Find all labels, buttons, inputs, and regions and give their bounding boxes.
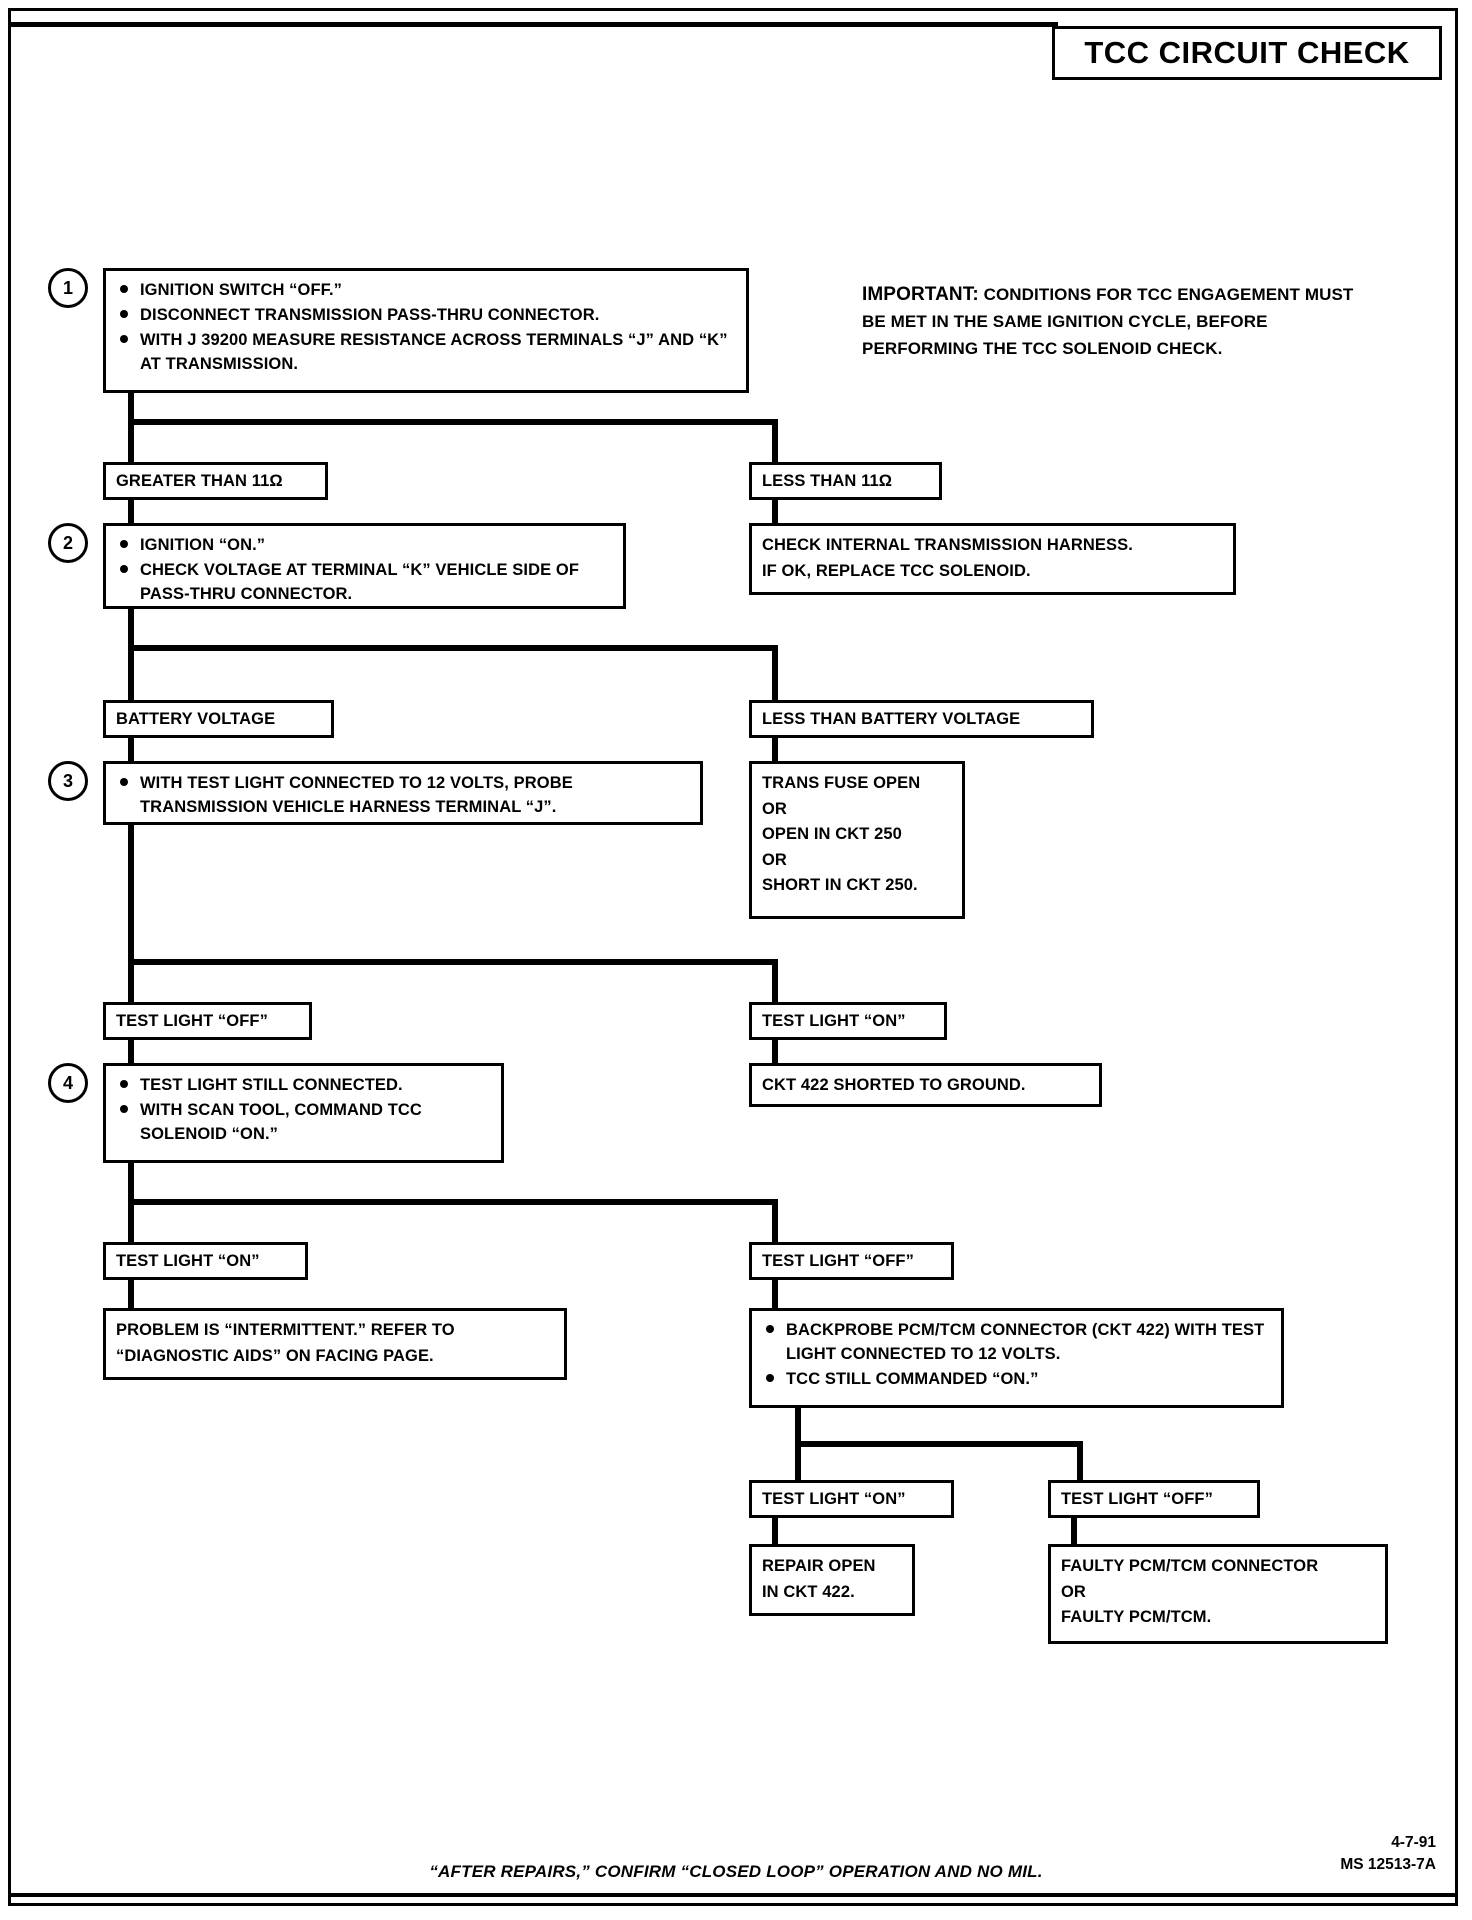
label-test-light-off-2: TEST LIGHT “OFF”	[749, 1242, 954, 1280]
connector	[772, 419, 778, 462]
step-4-box: TEST LIGHT STILL CONNECTED. WITH SCAN TO…	[103, 1063, 504, 1163]
connector	[772, 738, 778, 762]
result-line: FAULTY PCM/TCM CONNECTOR	[1061, 1557, 1319, 1575]
label-less-than-battery-voltage: LESS THAN BATTERY VOLTAGE	[749, 700, 1094, 738]
result-repair-open-box: REPAIR OPEN IN CKT 422.	[749, 1544, 915, 1616]
backprobe-box: BACKPROBE PCM/TCM CONNECTOR (CKT 422) WI…	[749, 1308, 1284, 1408]
connector	[772, 959, 778, 1002]
connector	[772, 1280, 778, 1308]
result-line: OR	[762, 850, 787, 869]
footer-rule	[11, 1893, 1458, 1897]
connector	[1071, 1518, 1077, 1544]
connector	[772, 500, 778, 524]
connector	[128, 393, 134, 419]
result-faulty-pcm-box: FAULTY PCM/TCM CONNECTOR OR FAULTY PCM/T…	[1048, 1544, 1388, 1644]
result-less-battery-box: TRANS FUSE OPEN OR OPEN IN CKT 250 OR SH…	[749, 761, 965, 919]
result-line: SHORT IN CKT 250.	[762, 876, 918, 895]
label-test-light-on-2: TEST LIGHT “ON”	[103, 1242, 308, 1280]
important-body: CONDITIONS FOR TCC ENGAGEMENT MUST BE ME…	[862, 285, 1354, 358]
list-item: CHECK VOLTAGE AT TERMINAL “K” VEHICLE SI…	[120, 558, 615, 606]
connector	[128, 1040, 134, 1064]
result-line: IN CKT 422.	[762, 1582, 855, 1601]
list-item: WITH J 39200 MEASURE RESISTANCE ACROSS T…	[120, 328, 738, 376]
footer-doc-id: MS 12513-7A	[1340, 1855, 1436, 1873]
page-border	[8, 8, 1458, 1906]
page-title: TCC CIRCUIT CHECK	[1084, 35, 1410, 70]
result-line: CHECK INTERNAL TRANSMISSION HARNESS.	[762, 536, 1133, 554]
connector	[128, 959, 778, 965]
connector	[128, 1199, 134, 1242]
step-number-1: 1	[48, 268, 88, 308]
result-line: REPAIR OPEN	[762, 1557, 876, 1575]
result-line: FAULTY PCM/TCM.	[1061, 1608, 1212, 1627]
label-test-light-off-3: TEST LIGHT “OFF”	[1048, 1480, 1260, 1518]
footer-identifier: 4-7-91 MS 12513-7A	[1340, 1832, 1436, 1875]
step-1-list: IGNITION SWITCH “OFF.” DISCONNECT TRANSM…	[106, 271, 746, 384]
result-line: IF OK, REPLACE TCC SOLENOID.	[762, 561, 1031, 580]
connector	[772, 645, 778, 700]
connector	[128, 419, 778, 425]
step-3-list: WITH TEST LIGHT CONNECTED TO 12 VOLTS, P…	[106, 764, 700, 827]
footer-note: “AFTER REPAIRS,” CONFIRM “CLOSED LOOP” O…	[429, 1862, 1043, 1881]
result-line: OR	[762, 799, 787, 818]
label-less-than-11: LESS THAN 11Ω	[749, 462, 942, 500]
step-number-2: 2	[48, 523, 88, 563]
connector	[795, 1408, 801, 1441]
label-test-light-on-1: TEST LIGHT “ON”	[749, 1002, 947, 1040]
list-item: WITH SCAN TOOL, COMMAND TCC SOLENOID “ON…	[120, 1098, 493, 1146]
footer-date: 4-7-91	[1391, 1834, 1436, 1851]
step-number-3: 3	[48, 761, 88, 801]
result-intermittent-box: PROBLEM IS “INTERMITTENT.” REFER TO “DIA…	[103, 1308, 567, 1380]
label-greater-than-11: GREATER THAN 11Ω	[103, 462, 328, 500]
result-line: OPEN IN CKT 250	[762, 825, 902, 844]
step-1-box: IGNITION SWITCH “OFF.” DISCONNECT TRANSM…	[103, 268, 749, 393]
connector	[128, 1199, 778, 1205]
step-2-box: IGNITION “ON.” CHECK VOLTAGE AT TERMINAL…	[103, 523, 626, 609]
connector	[795, 1441, 1083, 1447]
result-line: CKT 422 SHORTED TO GROUND.	[762, 1076, 1026, 1094]
result-less-than-11-box: CHECK INTERNAL TRANSMISSION HARNESS. IF …	[749, 523, 1236, 595]
result-line: OR	[1061, 1582, 1086, 1601]
list-item: IGNITION “ON.”	[120, 533, 615, 557]
header-rule	[11, 22, 1058, 27]
connector	[772, 1199, 778, 1242]
connector	[128, 645, 778, 651]
connector	[795, 1441, 801, 1480]
step-3-box: WITH TEST LIGHT CONNECTED TO 12 VOLTS, P…	[103, 761, 703, 825]
connector	[128, 645, 134, 700]
list-item: DISCONNECT TRANSMISSION PASS-THRU CONNEC…	[120, 303, 738, 327]
list-item: WITH TEST LIGHT CONNECTED TO 12 VOLTS, P…	[120, 771, 692, 819]
step-2-list: IGNITION “ON.” CHECK VOLTAGE AT TERMINAL…	[106, 526, 623, 614]
result-line: PROBLEM IS “INTERMITTENT.” REFER TO	[116, 1321, 455, 1339]
connector	[128, 419, 134, 462]
connector	[772, 1518, 778, 1544]
connector	[1077, 1441, 1083, 1480]
label-test-light-off-1: TEST LIGHT “OFF”	[103, 1002, 312, 1040]
step-number-4: 4	[48, 1063, 88, 1103]
connector	[128, 825, 134, 959]
list-item: TCC STILL COMMANDED “ON.”	[766, 1367, 1273, 1391]
connector	[772, 1040, 778, 1064]
result-line: TRANS FUSE OPEN	[762, 774, 921, 792]
important-heading: IMPORTANT:	[862, 284, 979, 305]
important-note: IMPORTANT: CONDITIONS FOR TCC ENGAGEMENT…	[862, 280, 1382, 362]
result-line: “DIAGNOSTIC AIDS” ON FACING PAGE.	[116, 1346, 434, 1365]
connector	[128, 959, 134, 1002]
list-item: BACKPROBE PCM/TCM CONNECTOR (CKT 422) WI…	[766, 1318, 1273, 1366]
connector	[128, 1280, 134, 1308]
connector	[128, 609, 134, 645]
backprobe-list: BACKPROBE PCM/TCM CONNECTOR (CKT 422) WI…	[752, 1311, 1281, 1399]
list-item: TEST LIGHT STILL CONNECTED.	[120, 1073, 493, 1097]
step-4-list: TEST LIGHT STILL CONNECTED. WITH SCAN TO…	[106, 1066, 501, 1154]
label-test-light-on-3: TEST LIGHT “ON”	[749, 1480, 954, 1518]
connector	[128, 500, 134, 524]
connector	[128, 738, 134, 762]
label-battery-voltage: BATTERY VOLTAGE	[103, 700, 334, 738]
list-item: IGNITION SWITCH “OFF.”	[120, 278, 738, 302]
result-ckt422-shorted-box: CKT 422 SHORTED TO GROUND.	[749, 1063, 1102, 1107]
page-title-box: TCC CIRCUIT CHECK	[1052, 26, 1442, 80]
connector	[128, 1163, 134, 1199]
